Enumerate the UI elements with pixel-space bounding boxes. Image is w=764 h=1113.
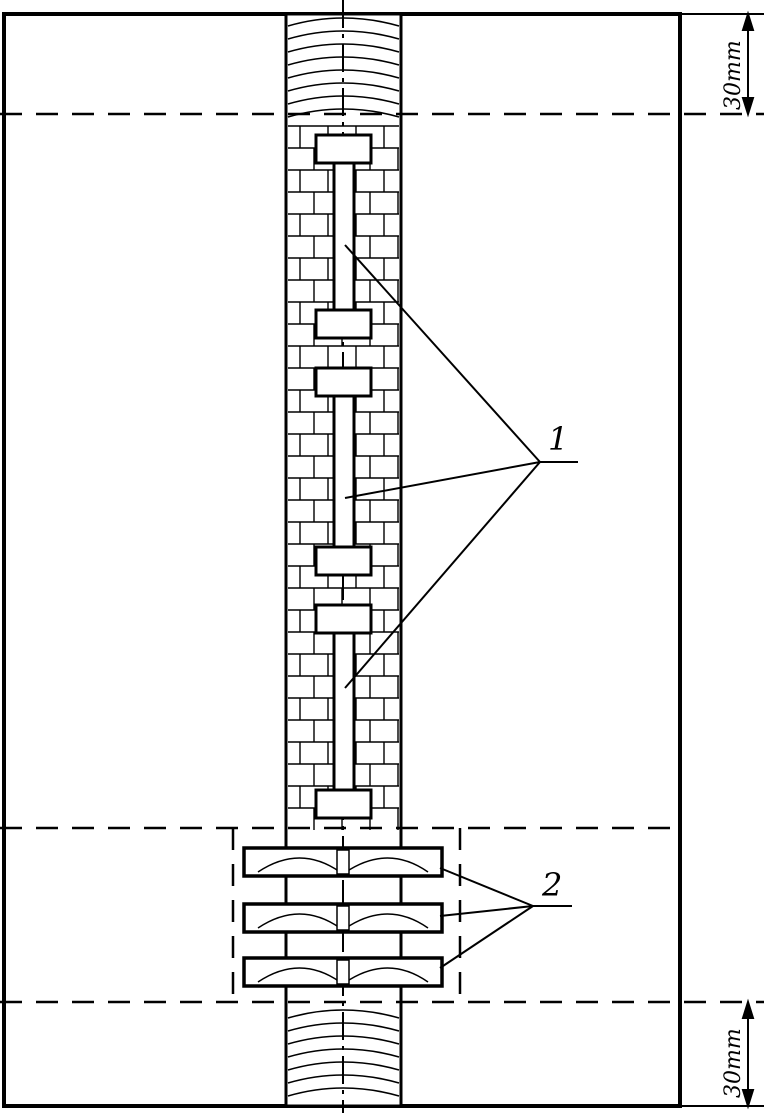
bend-specimen — [242, 902, 444, 934]
bead-ripple-line — [287, 1009, 400, 1019]
bend-specimen — [242, 846, 444, 878]
callout-label-1: 1 — [548, 420, 568, 458]
tensile-specimens — [314, 133, 373, 820]
tensile-specimen — [314, 366, 373, 577]
leader-lines — [344, 244, 578, 969]
dimension-bottom-label: 30mm — [721, 1028, 746, 1098]
tensile-specimen — [314, 603, 373, 820]
bead-ripple-line — [287, 1087, 400, 1097]
dimension-top-label: 30mm — [721, 40, 746, 110]
bead-ripple-line — [287, 82, 400, 92]
bead-ripple-line — [287, 30, 400, 40]
dimension-lines — [680, 10, 764, 1110]
zone-boundaries — [0, 112, 764, 1004]
bend-specimen — [242, 956, 444, 988]
callout-label-2: 2 — [541, 866, 562, 904]
tensile-specimen — [314, 133, 373, 340]
bend-specimens — [242, 846, 444, 988]
